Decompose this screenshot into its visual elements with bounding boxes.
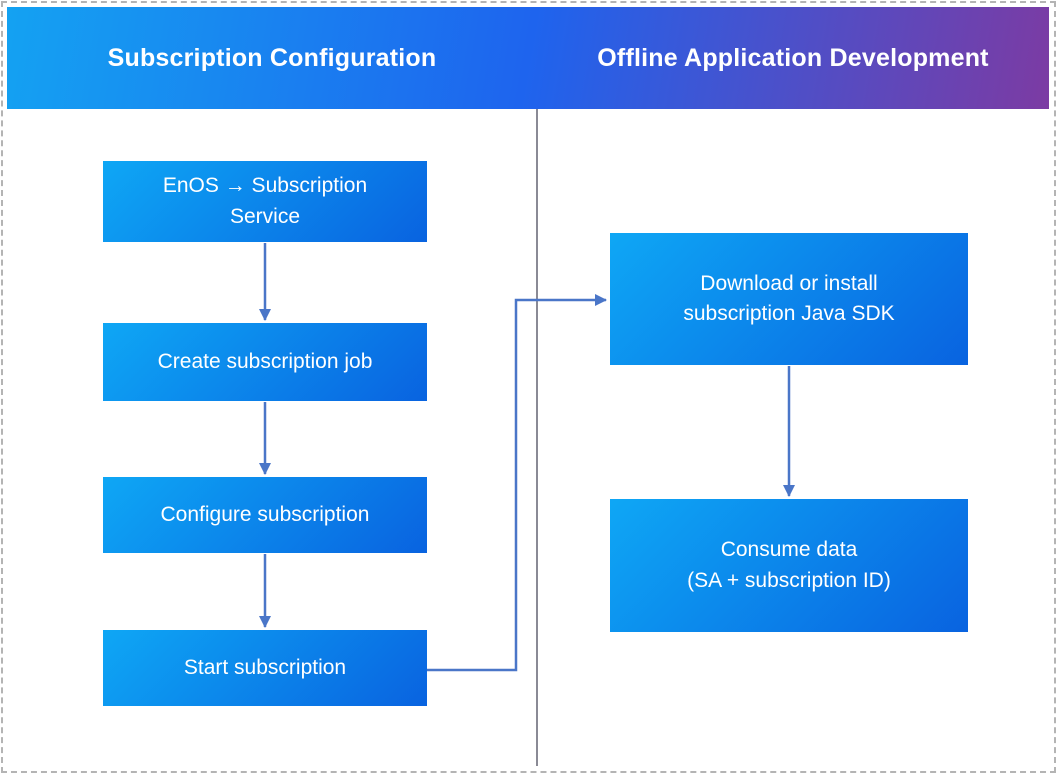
node-label-line: Start subscription (183, 655, 347, 679)
header-right-section: Offline Application Development (537, 44, 1049, 73)
node-label-line: Service (229, 204, 301, 228)
column-divider-line (536, 109, 538, 766)
node-enos-subscription-service: EnOS → Subscription Service (103, 161, 427, 242)
node-label-line: Download or install (700, 271, 878, 295)
node-label-line: (SA + subscription ID) (687, 568, 891, 592)
node-create-subscription-job: Create subscription job (103, 323, 427, 401)
node-label-line: Create subscription job (157, 349, 373, 373)
node-label-line: subscription Java SDK (683, 302, 895, 325)
node-label-line: Configure subscription (160, 502, 370, 526)
left-column-title: Subscription Configuration (107, 43, 437, 72)
node-start-subscription: Start subscription (103, 630, 427, 706)
node-download-install-sdk: Download or install subscription Java SD… (610, 233, 968, 365)
node-configure-subscription: Configure subscription (103, 477, 427, 553)
header-bar: Subscription Configuration Offline Appli… (7, 7, 1049, 109)
right-column-title: Offline Application Development (597, 43, 989, 72)
arrow-start-subscription-to-sdk (427, 294, 607, 672)
node-label-line: EnOS → Subscription (162, 174, 368, 198)
header-left-section: Subscription Configuration (7, 44, 537, 73)
node-consume-data: Consume data (SA + subscription ID) (610, 499, 968, 632)
node-label-line: Consume data (720, 538, 858, 562)
